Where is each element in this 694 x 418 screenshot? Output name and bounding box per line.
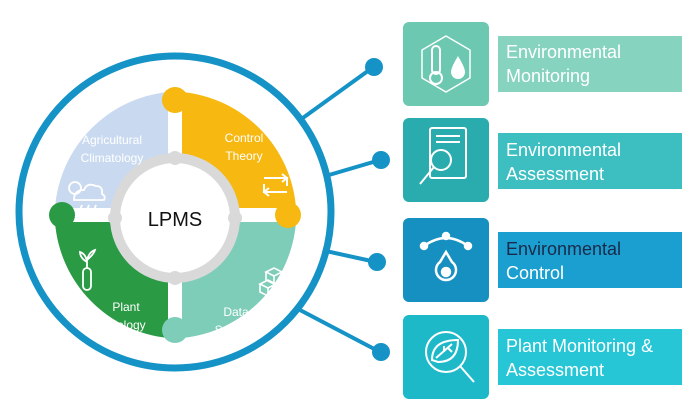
output-label-box [498,232,682,288]
output-label-line: Assessment [506,164,604,184]
puzzle-knob [162,87,188,113]
center-label: LPMS [148,209,202,231]
puzzle-quadrants [49,87,301,343]
puzzle-knob [49,202,75,228]
document-magnifier-icon [419,127,467,185]
puzzle-knob [162,317,188,343]
quadrant-label-line: Science [215,323,258,337]
output-label-line: Assessment [506,360,604,380]
thermometer-drop-icon [421,35,471,93]
test-tube-plant-icon [79,248,97,291]
output-environmental-control: Environmental Control [403,218,682,302]
output-label-line: Plant Monitoring & [506,336,653,356]
output-label-line: Environmental [506,42,621,62]
output-label-line: Monitoring [506,66,590,86]
output-icon-tile [403,315,489,399]
quadrant-label-line: Plant [112,300,140,314]
cloud-sun-rain-icon [68,181,106,211]
output-icon-tile [403,118,489,202]
connector-dot-3 [368,253,386,271]
quadrant-label-line: Agricultural [82,133,142,147]
connector-dot-1 [365,58,383,76]
connector-dots [365,58,390,361]
output-environmental-assessment: Environmental Assessment [403,118,682,202]
output-label-line: Control [506,263,564,283]
quadrant-label-line: Biology [106,318,145,332]
output-icon-tile [403,22,489,106]
connector-line-4 [298,308,382,354]
output-environmental-monitoring: Environmental Monitoring [403,22,682,106]
output-icon-tile [403,218,489,302]
connector-line-1 [298,66,374,122]
quadrant-label-line: Theory [225,149,262,163]
cubes-icon [258,267,294,298]
output-label-line: Environmental [506,140,621,160]
output-label-box [498,133,682,189]
leaf-magnifier-icon [425,331,475,383]
quadrant-label-line: Data [223,305,249,319]
connector-dot-4 [372,343,390,361]
output-label-box [498,36,682,92]
puzzle-knob [275,202,301,228]
output-label-line: Environmental [506,239,621,259]
output-plant-monitoring-assessment: Plant Monitoring & Assessment [403,315,682,399]
quadrant-label-line: Control [225,131,264,145]
gauge-control-icon [419,231,473,282]
cycle-arrows-icon [262,173,289,197]
quadrant-label-line: Climatology [81,151,144,165]
quadrant-labels: Agricultural Climatology Control Theory … [81,131,264,337]
hub-notches [108,151,242,285]
connector-dot-2 [372,151,390,169]
output-label-box [498,329,682,385]
